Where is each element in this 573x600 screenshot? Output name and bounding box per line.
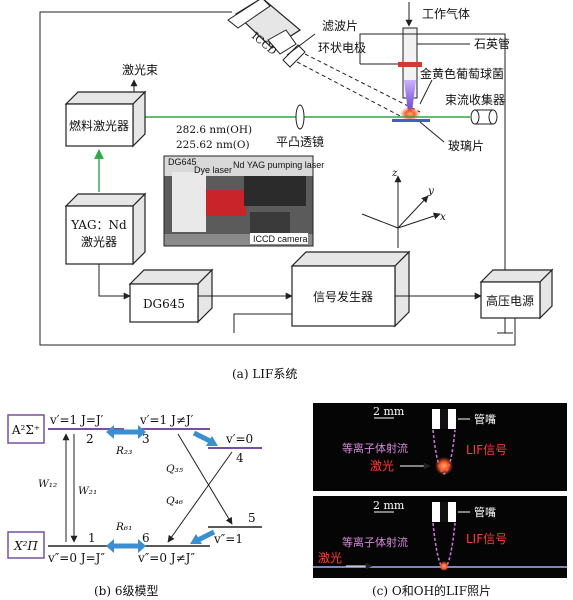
upper-state-label: A²Σ⁺ (11, 423, 40, 437)
laser-label-1: 激光 (370, 459, 394, 473)
q46-label: Q₄₆ (166, 495, 184, 507)
r61-arrow (106, 539, 146, 553)
quartz-tube-label: 石英管 (474, 36, 510, 51)
axis-y: y (427, 185, 435, 197)
lif-system-panel: ICCD 滤波片 工作气体 石英管 环状电极 玻璃片 金黄色葡萄球菌 束流收集器 (39, 0, 554, 381)
filter-label: 滤波片 (322, 19, 358, 33)
q46-arrow (167, 451, 233, 543)
r23-label: R₂₃ (115, 445, 132, 457)
axis-x: x (440, 211, 446, 223)
level-6-label: v″=0 J≠J″ (137, 551, 195, 565)
signal-generator-label: 信号发生器 (313, 289, 373, 304)
q35-label: Q₃₅ (166, 463, 184, 475)
wire-sg-down (233, 313, 292, 333)
level-3-id: 3 (142, 432, 150, 446)
lower-state-box (7, 531, 45, 559)
lif-photos-panel: 2 mm 管嘴 等离子体射流 LIF信号 激光 2 mm 管嘴 等离子体射流 (313, 403, 567, 598)
dg645-label: DG645 (143, 297, 185, 311)
wavelength-oh: 282.6 nm(OH) (176, 124, 252, 136)
ring-electrode-label: 环状电极 (318, 41, 366, 55)
level-1-id: 1 (88, 531, 96, 545)
laser-label-2: 激光 (318, 551, 342, 565)
jet-label-2: 等离子体射流 (342, 535, 408, 549)
r61-label: R₆₁ (115, 521, 132, 533)
nozzle-label-1: 管嘴 (474, 412, 496, 426)
caption-c: (c) O和OH的LIF照片 (372, 583, 491, 598)
lab-photo: DG645 Dye laser Nd YAG pumping laser ICC… (163, 155, 324, 247)
upper-state-box (7, 414, 45, 444)
glass-label: 玻璃片 (448, 139, 484, 153)
level-2-label: v′=1 J=J′ (49, 413, 104, 427)
photo-dye-label: Dye laser (194, 165, 232, 175)
iccd-camera: ICCD (227, 0, 302, 58)
photo-dg645-label: DG645 (168, 157, 197, 167)
caption-a: (a) LIF系统 (232, 367, 297, 381)
dg645-box: DG645 (128, 268, 214, 324)
scale-1: 2 mm (373, 405, 405, 418)
transfer-arrow-5-6 (190, 529, 216, 544)
transfer-arrow-3-4 (192, 430, 218, 446)
lens-label: 平凸透镜 (276, 134, 324, 149)
lif-label-2: LIF信号 (466, 532, 507, 546)
yag-label-2: 激光器 (81, 235, 117, 249)
w21-label: W₂₁ (78, 485, 97, 497)
filter-leader (286, 33, 316, 56)
level-2-id: 2 (86, 432, 94, 446)
beam-collector (470, 109, 498, 125)
wire-yag-dg (98, 264, 131, 300)
scale-2: 2 mm (373, 499, 405, 512)
signal-generator-box: 信号发生器 (290, 250, 411, 328)
lif-spot-1 (435, 457, 453, 475)
view-line-2 (304, 53, 421, 113)
level-1-label: v″=0 J=J″ (47, 551, 105, 565)
ring-electrode (398, 62, 422, 67)
level-4-label: v′=0 (225, 432, 253, 446)
level-4-id: 4 (236, 451, 244, 465)
yag-laser-box: YAG：Nd 激光器 (64, 192, 147, 266)
plasma-jet (404, 80, 416, 112)
photo-iccd-label: ICCD camera (253, 234, 308, 244)
caption-b: (b) 6级模型 (94, 584, 159, 598)
hv-supply-label: 高压电源 (486, 293, 534, 308)
nozzle-label-2: 管嘴 (474, 505, 496, 519)
photo-oh: 2 mm 管嘴 等离子体射流 LIF信号 激光 (313, 403, 567, 491)
plano-convex-lens (295, 104, 305, 130)
r23-arrow (106, 425, 146, 439)
staph-label: 金黄色葡萄球菌 (420, 66, 504, 81)
beam-collector-label: 束流收集器 (445, 92, 505, 107)
axis-z: z (391, 167, 398, 179)
q35-arrow (177, 433, 233, 525)
glass-leader (419, 121, 445, 143)
trigger-wire (39, 11, 516, 346)
level-3-label: v′=1 J≠J′ (139, 413, 194, 427)
yag-label-1: YAG：Nd (70, 218, 127, 232)
staph-leader (419, 79, 433, 105)
glass-slide (392, 119, 430, 122)
level-6-id: 6 (142, 531, 150, 545)
wire-hv-electrode (359, 33, 506, 270)
lower-state-label: X²Π (13, 539, 38, 553)
jet-label-1: 等离子体射流 (342, 441, 408, 455)
level-5-label: v″=1 (213, 532, 243, 546)
level-5-id: 5 (248, 511, 256, 525)
lif-label-1: LIF信号 (466, 443, 507, 457)
photo-o: 2 mm 管嘴 等离子体射流 LIF信号 激光 (313, 496, 567, 578)
w12-label: W₁₂ (38, 478, 57, 490)
view-line-1 (296, 61, 403, 118)
dye-laser-label: 燃料激光器 (69, 118, 129, 133)
wavelength-o: 225.62 nm(O) (176, 139, 250, 151)
lif-spot-2 (439, 561, 449, 571)
lif-glow (400, 107, 420, 121)
working-gas-label: 工作气体 (422, 6, 470, 21)
jet-outline-2 (432, 522, 456, 572)
laser-beam-label: 激光束 (122, 63, 158, 77)
dye-laser-box: 燃料激光器 (64, 90, 147, 148)
axes: z y x (361, 167, 446, 248)
hv-supply-box: 高压电源 (479, 268, 554, 320)
photo-nd-yag-label: Nd YAG pumping laser (233, 160, 324, 170)
six-level-model-panel: A²Σ⁺ X²Π v′=1 J=J′ 2 v′=1 J≠J′ 3 v′=0 4 … (7, 413, 262, 598)
